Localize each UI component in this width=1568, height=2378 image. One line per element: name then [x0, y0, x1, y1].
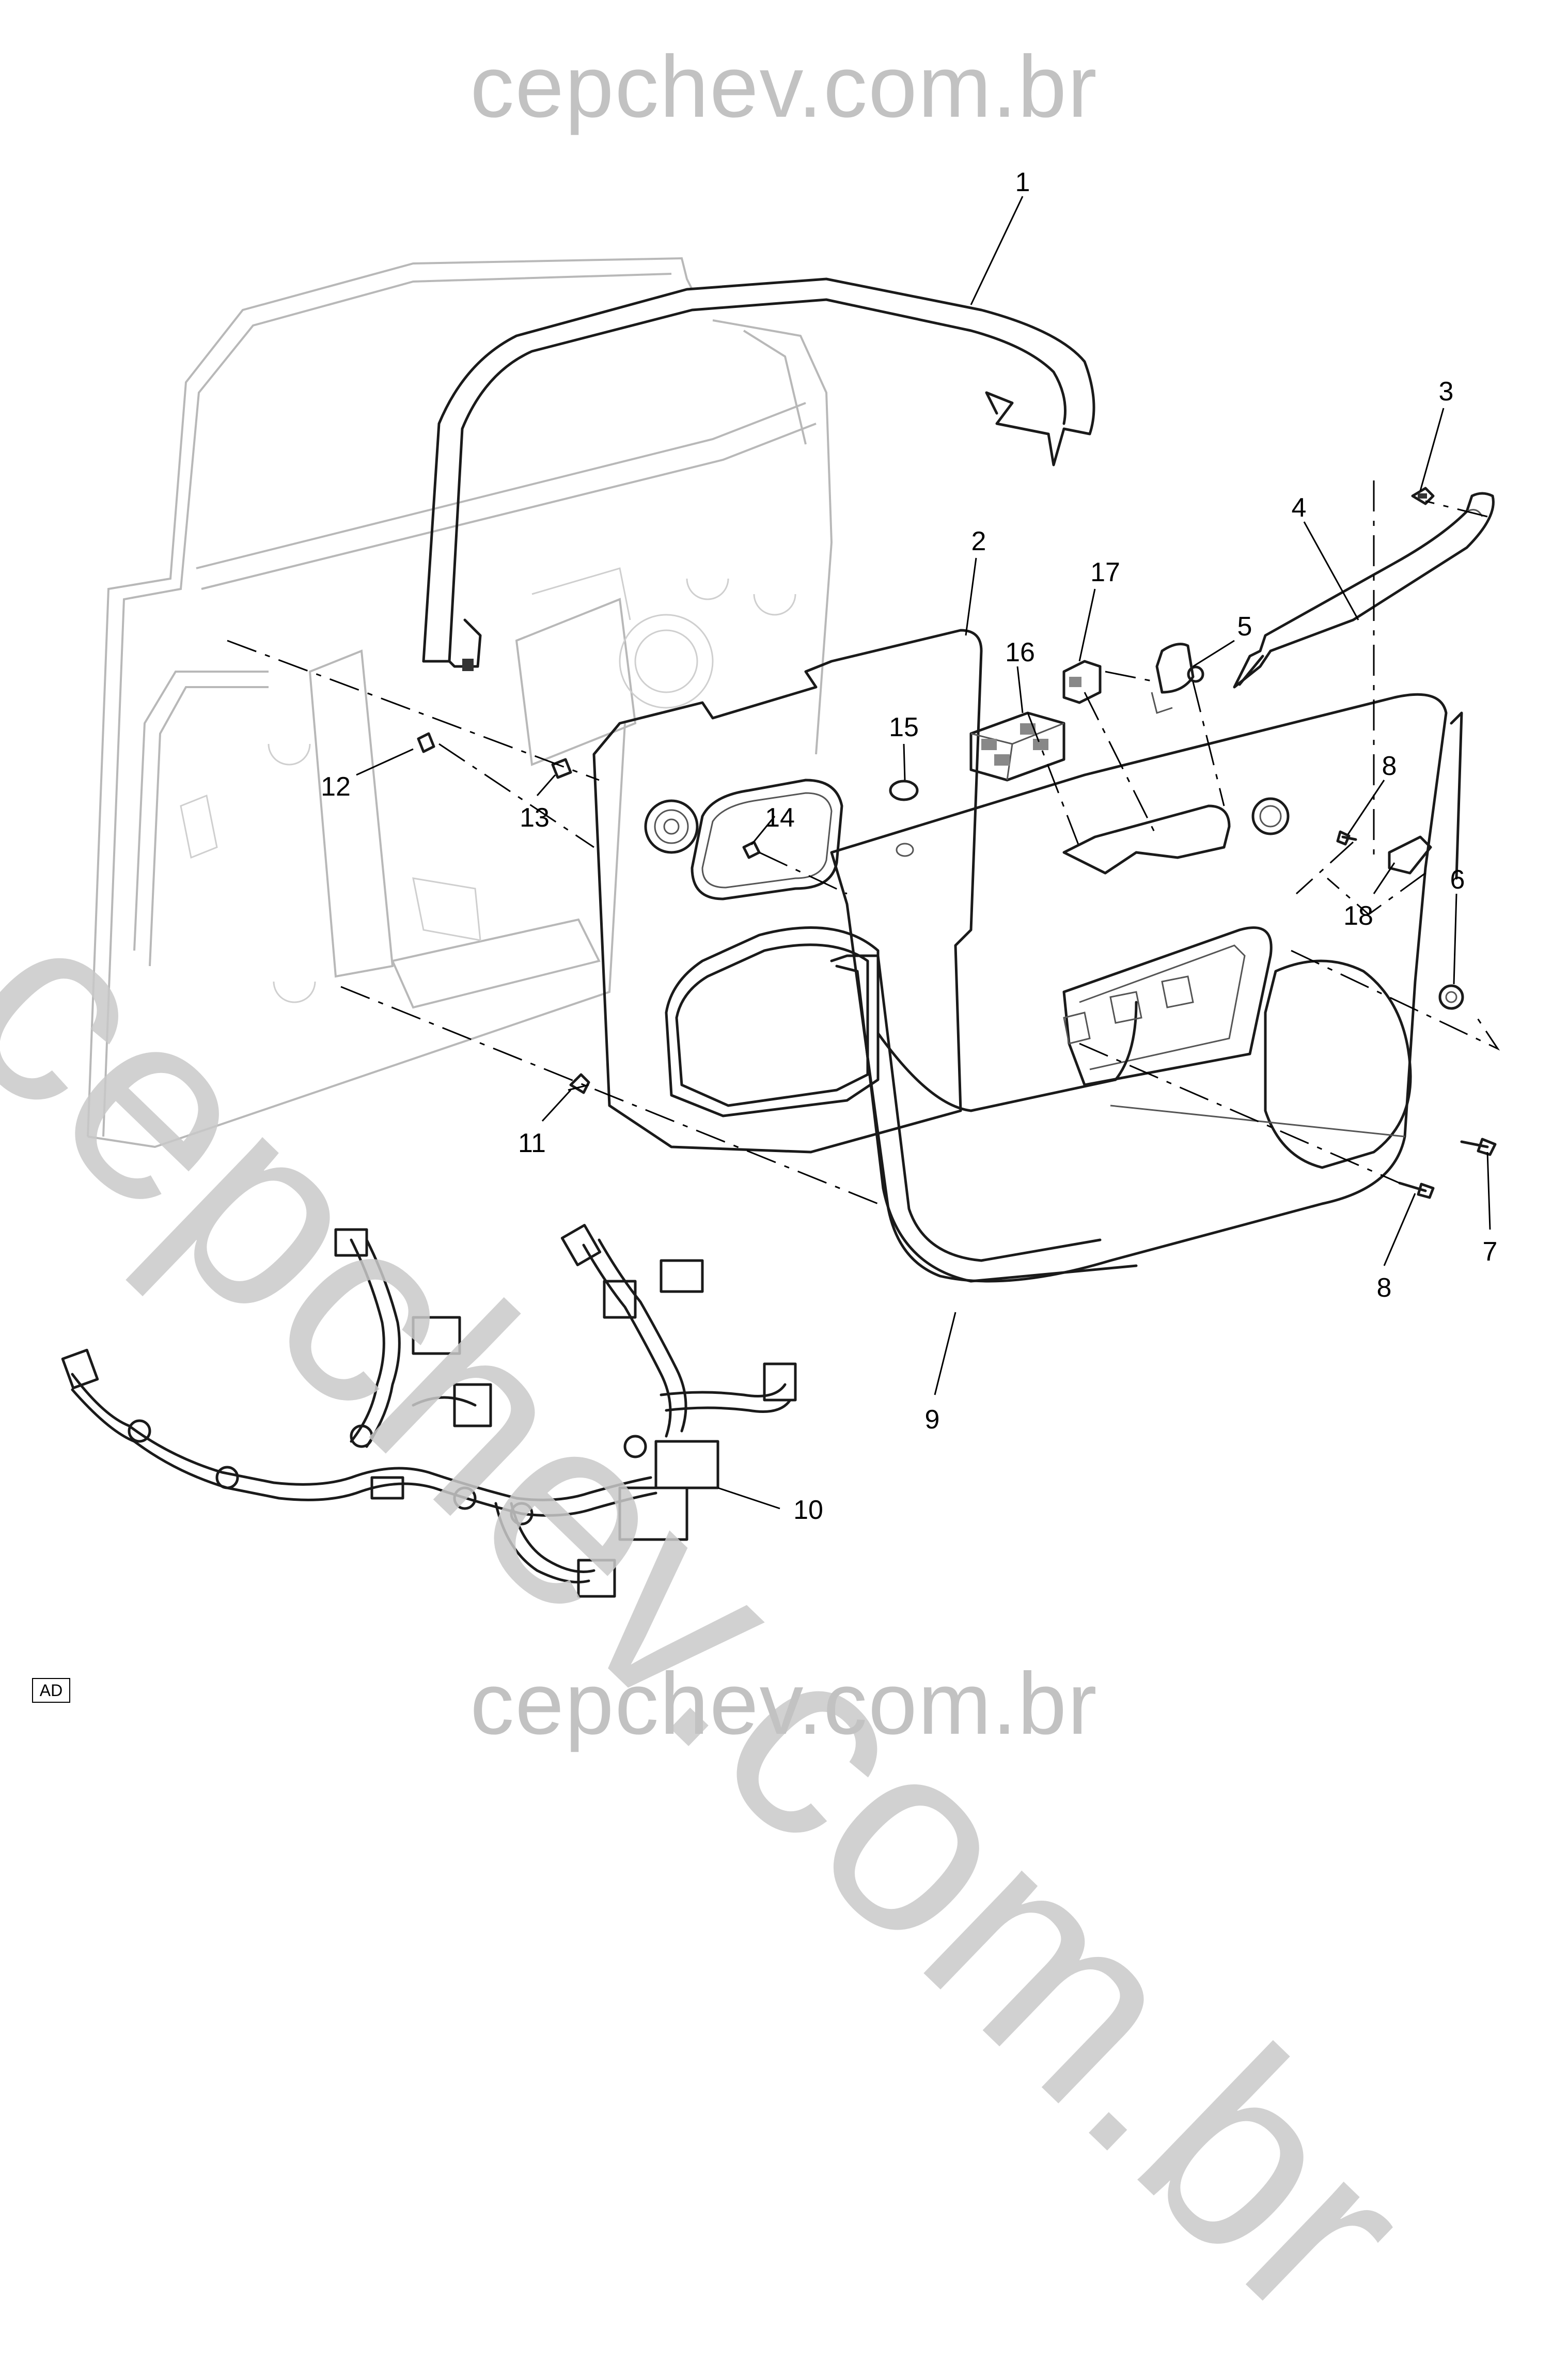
- leader-lines: [356, 196, 1491, 1510]
- callout-14: 14: [765, 803, 795, 833]
- view-code-label: AD: [32, 1678, 70, 1703]
- callout-8-lower: 8: [1377, 1273, 1392, 1303]
- part-8-screw-upper: [1336, 830, 1357, 846]
- callout-15: 15: [889, 712, 919, 742]
- part-17-switch: [1062, 660, 1102, 704]
- callout-6: 6: [1450, 865, 1465, 895]
- part-5-switch-knob: [1151, 643, 1204, 714]
- watermark-top: cepchev.com.br: [470, 38, 1098, 136]
- callout-12: 12: [321, 772, 351, 802]
- callout-labels: 1 2 3 4 5 6 7 8 8 9 10 11 12 13 14 15 16…: [321, 167, 1497, 1525]
- part-3-retainer: [1411, 487, 1435, 505]
- callout-13: 13: [520, 803, 550, 833]
- callout-2: 2: [971, 526, 986, 556]
- part-9-trim-panel: [830, 693, 1463, 1283]
- part-1-frame-molding: [422, 277, 1095, 671]
- part-10-wiring-harness: [61, 1224, 797, 1598]
- door-trim-exploded-diagram: 1 2 3 4 5 6 7 8 8 9 10 11 12 13 14 15 16…: [61, 167, 1500, 1598]
- callout-8-upper: 8: [1382, 751, 1397, 781]
- part-6-retainer: [1438, 984, 1464, 1010]
- part-4-upper-trim: [1233, 492, 1495, 689]
- callout-11: 11: [518, 1128, 546, 1158]
- part-15-plug: [889, 780, 919, 857]
- part-11-clip: [569, 1073, 590, 1094]
- part-13-clip: [551, 758, 572, 779]
- part-2-water-deflector: [592, 629, 983, 1154]
- callout-7: 7: [1483, 1237, 1498, 1267]
- part-18-badge: [1388, 835, 1432, 875]
- callout-10: 10: [793, 1495, 823, 1525]
- part-8-screw-lower: [1398, 1182, 1435, 1199]
- part-7-screw: [1460, 1138, 1497, 1156]
- door-inner-frame: [87, 257, 833, 1148]
- callout-5: 5: [1237, 612, 1252, 642]
- callout-18: 18: [1343, 901, 1373, 931]
- callout-4: 4: [1292, 493, 1307, 523]
- callout-1: 1: [1015, 167, 1030, 197]
- alignment-lines: [227, 480, 1500, 1205]
- callout-16: 16: [1005, 638, 1035, 667]
- watermark-bottom: cepchev.com.br: [470, 1655, 1098, 1753]
- callout-3: 3: [1439, 377, 1454, 407]
- part-12-clip: [417, 732, 435, 753]
- callout-9: 9: [925, 1405, 940, 1435]
- callout-17: 17: [1090, 557, 1120, 587]
